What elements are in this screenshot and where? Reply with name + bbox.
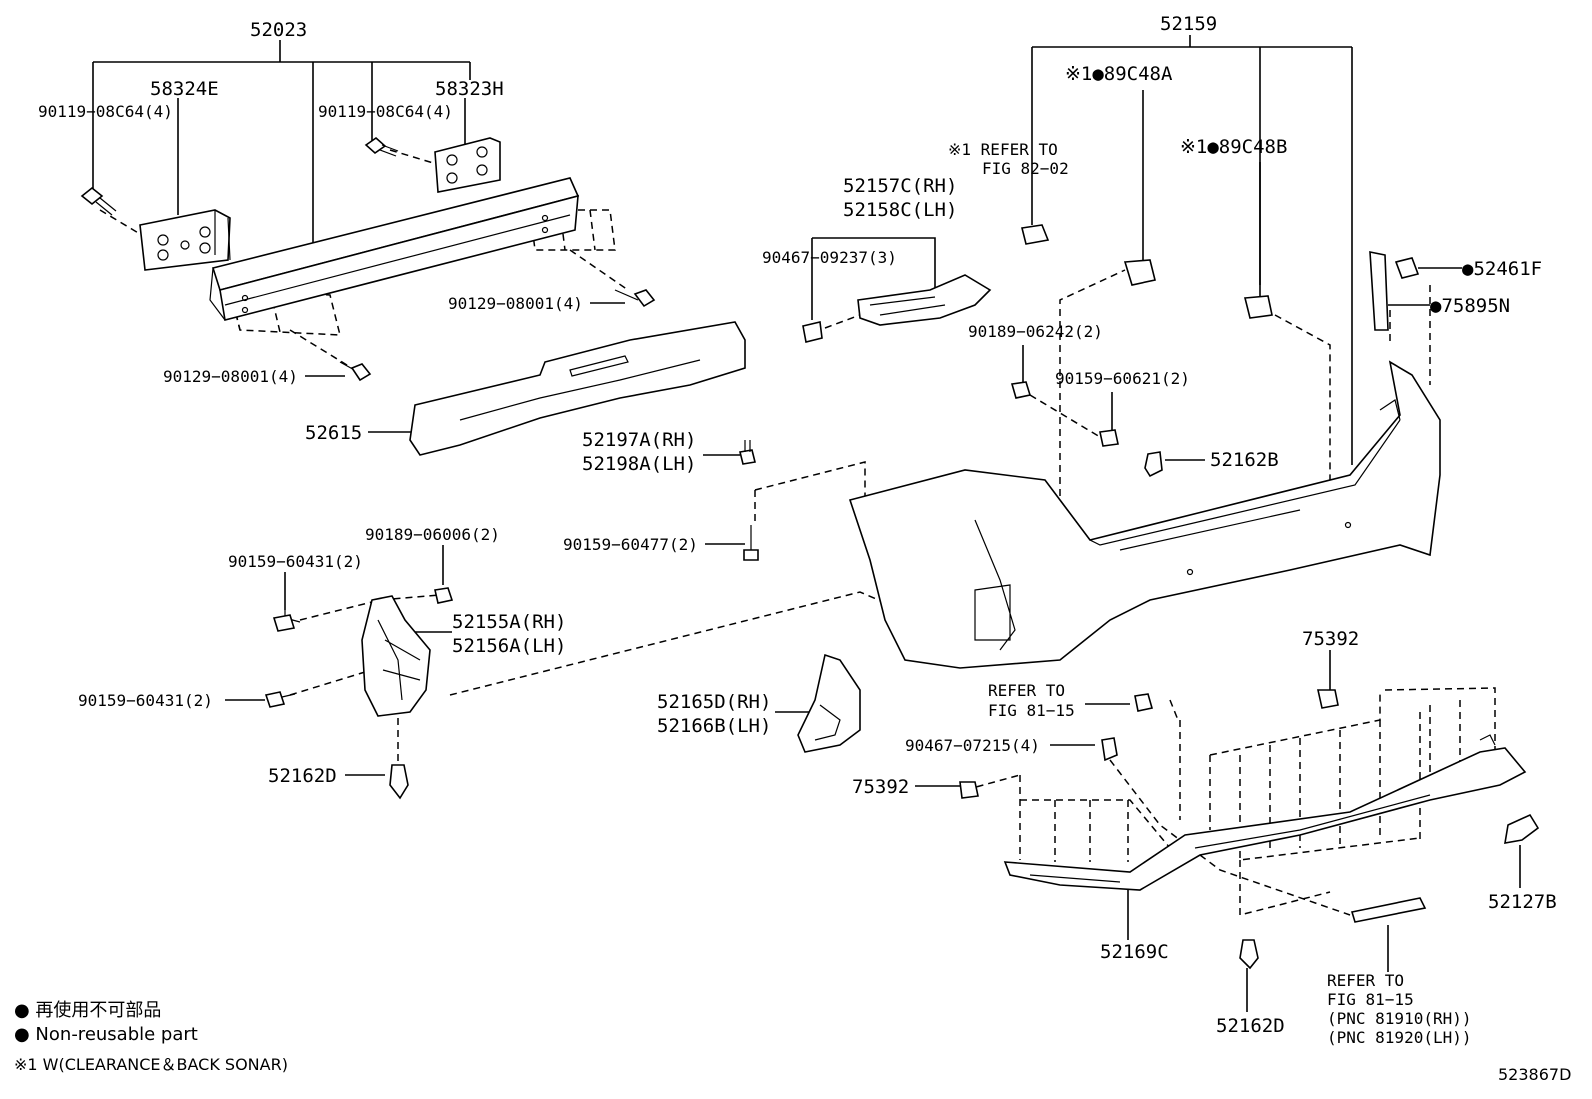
label-52162b: 52162B (1210, 449, 1279, 471)
screw-90159-60431-bottom (264, 691, 296, 708)
bracket-plate-58324e (139, 209, 231, 271)
label-52166b: 52166B(LH) (657, 715, 771, 737)
label-52197a: 52197A(RH) (582, 429, 696, 451)
label-52157c: 52157C(RH) (843, 175, 957, 197)
label-90189-06006: 90189−06006(2) (365, 525, 500, 544)
lower-spoiler-52169c (1003, 734, 1527, 891)
label-90467-07215: 90467−07215(4) (905, 736, 1040, 755)
side-retainer-52155a (361, 595, 431, 717)
bracket-plate-58323h (434, 137, 501, 193)
label-90159-60477: 90159−60477(2) (563, 535, 698, 554)
label-52165d: 52165D(RH) (657, 691, 771, 713)
screw-90467-07215 (1101, 737, 1118, 762)
bumper-reinforcement-52023 (209, 177, 580, 321)
part-labels: 52023 58324E 58323H 90119−08C64(4) 90119… (38, 13, 1557, 1047)
cover-52162b (1144, 451, 1163, 478)
garnish-52165d (797, 653, 861, 753)
label-75392-upper: 75392 (1302, 628, 1359, 650)
label-89c48a: ※1●89C48A (1065, 63, 1173, 85)
label-52615: 52615 (305, 422, 362, 444)
label-refer-pnc-line4: (PNC 81920(LH)) (1327, 1028, 1472, 1047)
reflector-ref-81-15 (1350, 897, 1427, 923)
diagram-id: 523867D (1498, 1065, 1571, 1084)
clip-52162d-bottom (1239, 939, 1259, 970)
label-90189-06242: 90189−06242(2) (968, 322, 1103, 341)
label-52461f: ●52461F (1462, 258, 1542, 280)
legend: ● 再使用不可部品 ● Non-reusable part ※1 W(CLEAR… (14, 1000, 288, 1074)
label-52155a: 52155A(RH) (452, 611, 566, 633)
label-75895n: ●75895N (1430, 295, 1510, 317)
label-90467-09237: 90467−09237(3) (762, 248, 897, 267)
plug-52461f (1394, 257, 1420, 279)
energy-absorber-52615 (409, 321, 746, 456)
label-52162d-bottom: 52162D (1216, 1015, 1285, 1037)
clip-52162d-left (389, 764, 409, 800)
label-52159: 52159 (1160, 13, 1217, 35)
label-52162d-left: 52162D (268, 765, 337, 787)
label-refer-82-02-line2: FIG 82−02 (982, 159, 1069, 178)
label-90119-right: 90119−08C64(4) (318, 102, 453, 121)
clip-75392-upper (1317, 689, 1339, 709)
bolt-90119-left (80, 186, 117, 216)
clip-ref-81-15 (1134, 693, 1154, 712)
label-refer-pnc-line3: (PNC 81910(RH)) (1327, 1009, 1472, 1028)
label-refer-82-02-line1: ※1 REFER TO (948, 140, 1058, 159)
label-52158c: 52158C(LH) (843, 199, 957, 221)
label-refer-81-15-line2: FIG 81−15 (988, 701, 1075, 720)
label-52156a: 52156A(LH) (452, 635, 566, 657)
bracket-52127b (1504, 813, 1540, 844)
label-refer-pnc-line1: REFER TO (1327, 971, 1404, 990)
label-52169c: 52169C (1100, 941, 1169, 963)
label-52198a: 52198A(LH) (582, 453, 696, 475)
label-52023: 52023 (250, 19, 307, 41)
rear-bumper-cover-52159 (848, 360, 1441, 669)
screw-90159-60431-top (272, 610, 301, 632)
label-58324e: 58324E (150, 78, 219, 100)
label-90129-right: 90129−08001(4) (448, 294, 583, 313)
screw-90159-60621 (1099, 429, 1119, 447)
bolt-90119-right (364, 136, 399, 157)
retainer-52157c (802, 274, 992, 343)
nut-90189-06006 (434, 587, 454, 604)
label-refer-81-15-line1: REFER TO (988, 681, 1065, 700)
label-89c48b: ※1●89C48B (1180, 136, 1287, 158)
label-75392-lower: 75392 (852, 776, 909, 798)
label-90119-left: 90119−08C64(4) (38, 102, 173, 121)
leader-lines (92, 35, 1521, 1012)
legend-line-jp: ● 再使用不可部品 (14, 1000, 161, 1021)
label-90159-60431-top: 90159−60431(2) (228, 552, 363, 571)
label-58323h: 58323H (435, 78, 504, 100)
bolt-90129-right (614, 289, 656, 308)
clip-75392-lower (959, 781, 979, 799)
sensor-retainer-89c48b (1243, 295, 1273, 319)
screw-90159-60477 (743, 525, 759, 561)
label-90159-60621: 90159−60621(2) (1055, 369, 1190, 388)
label-52127b: 52127B (1488, 891, 1557, 913)
seal-75895n (1369, 251, 1389, 331)
label-90159-60431-bottom: 90159−60431(2) (78, 691, 213, 710)
label-90129-left: 90129−08001(4) (163, 367, 298, 386)
legend-note-1: ※1 W(CLEARANCE＆BACK SONAR) (14, 1055, 288, 1074)
sensor-retainer-89c48a (1123, 259, 1156, 286)
nut-90189-06242 (1010, 381, 1032, 399)
legend-line-en: ● Non-reusable part (14, 1024, 198, 1045)
clip-52197a (739, 440, 756, 465)
sensor-cover-ref-82-02 (1021, 224, 1050, 245)
label-refer-pnc-line2: FIG 81−15 (1327, 990, 1414, 1009)
bolt-90129-left (339, 361, 372, 382)
